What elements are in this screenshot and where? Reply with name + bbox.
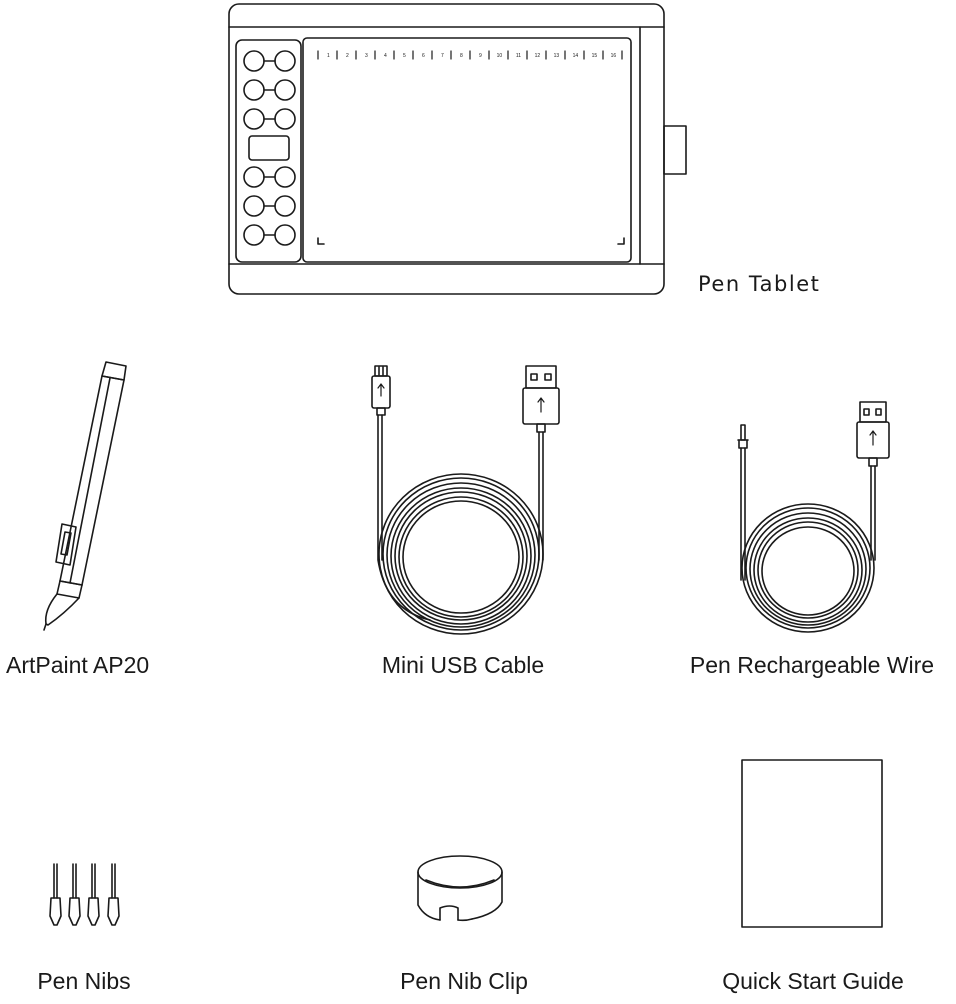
pen-nib-clip-illustration: [417, 855, 503, 922]
express-keys: [243, 50, 296, 246]
pen-nib: [68, 863, 81, 926]
usb-cable-label: Mini USB Cable: [381, 652, 545, 678]
ruler-number: 16: [611, 53, 617, 59]
pen-nibs-label: Pen Nibs: [37, 968, 131, 994]
center-key: [248, 135, 290, 161]
recharge-wire-label: Pen Rechargeable Wire: [689, 652, 935, 678]
pen-label: ArtPaint AP20: [6, 652, 150, 678]
ruler-number: 13: [554, 53, 560, 59]
ruler-number: 14: [573, 53, 579, 59]
pen-nib: [87, 863, 100, 926]
ruler-number: 3: [365, 53, 368, 59]
pen-nib: [107, 863, 120, 926]
ruler-number: 5: [403, 53, 406, 59]
ruler-number: 4: [384, 53, 387, 59]
pen-tablet-label: Pen Tablet: [698, 272, 821, 296]
express-key-panel: [235, 39, 302, 263]
pen-nibs-illustration: [49, 863, 120, 926]
ruler-number: 9: [479, 53, 482, 59]
ruler-number: 6: [422, 53, 425, 59]
ruler-ticks: [317, 50, 623, 60]
pen-tablet-illustration: [228, 3, 687, 295]
pen-nib: [49, 863, 62, 926]
ruler-number: 12: [535, 53, 541, 59]
quick-start-guide-illustration: [741, 759, 883, 928]
ruler-number: 1: [327, 53, 330, 59]
ruler-number: 8: [460, 53, 463, 59]
mini-usb-cable-illustration: [371, 365, 560, 635]
ruler-number: 15: [592, 53, 598, 59]
ruler-number: 11: [516, 53, 521, 59]
pen-nib-clip-label: Pen Nib Clip: [400, 968, 528, 994]
quick-start-guide-label: Quick Start Guide: [722, 968, 904, 994]
tablet-active-area: [302, 37, 632, 263]
ruler-number: 7: [441, 53, 444, 59]
recharge-wire-illustration: [737, 401, 890, 633]
pen-illustration: [43, 361, 127, 631]
tablet-body: [228, 3, 665, 295]
tablet-side-port: [663, 125, 687, 175]
ruler-number: 2: [346, 53, 349, 59]
ruler-number: 10: [497, 53, 503, 59]
